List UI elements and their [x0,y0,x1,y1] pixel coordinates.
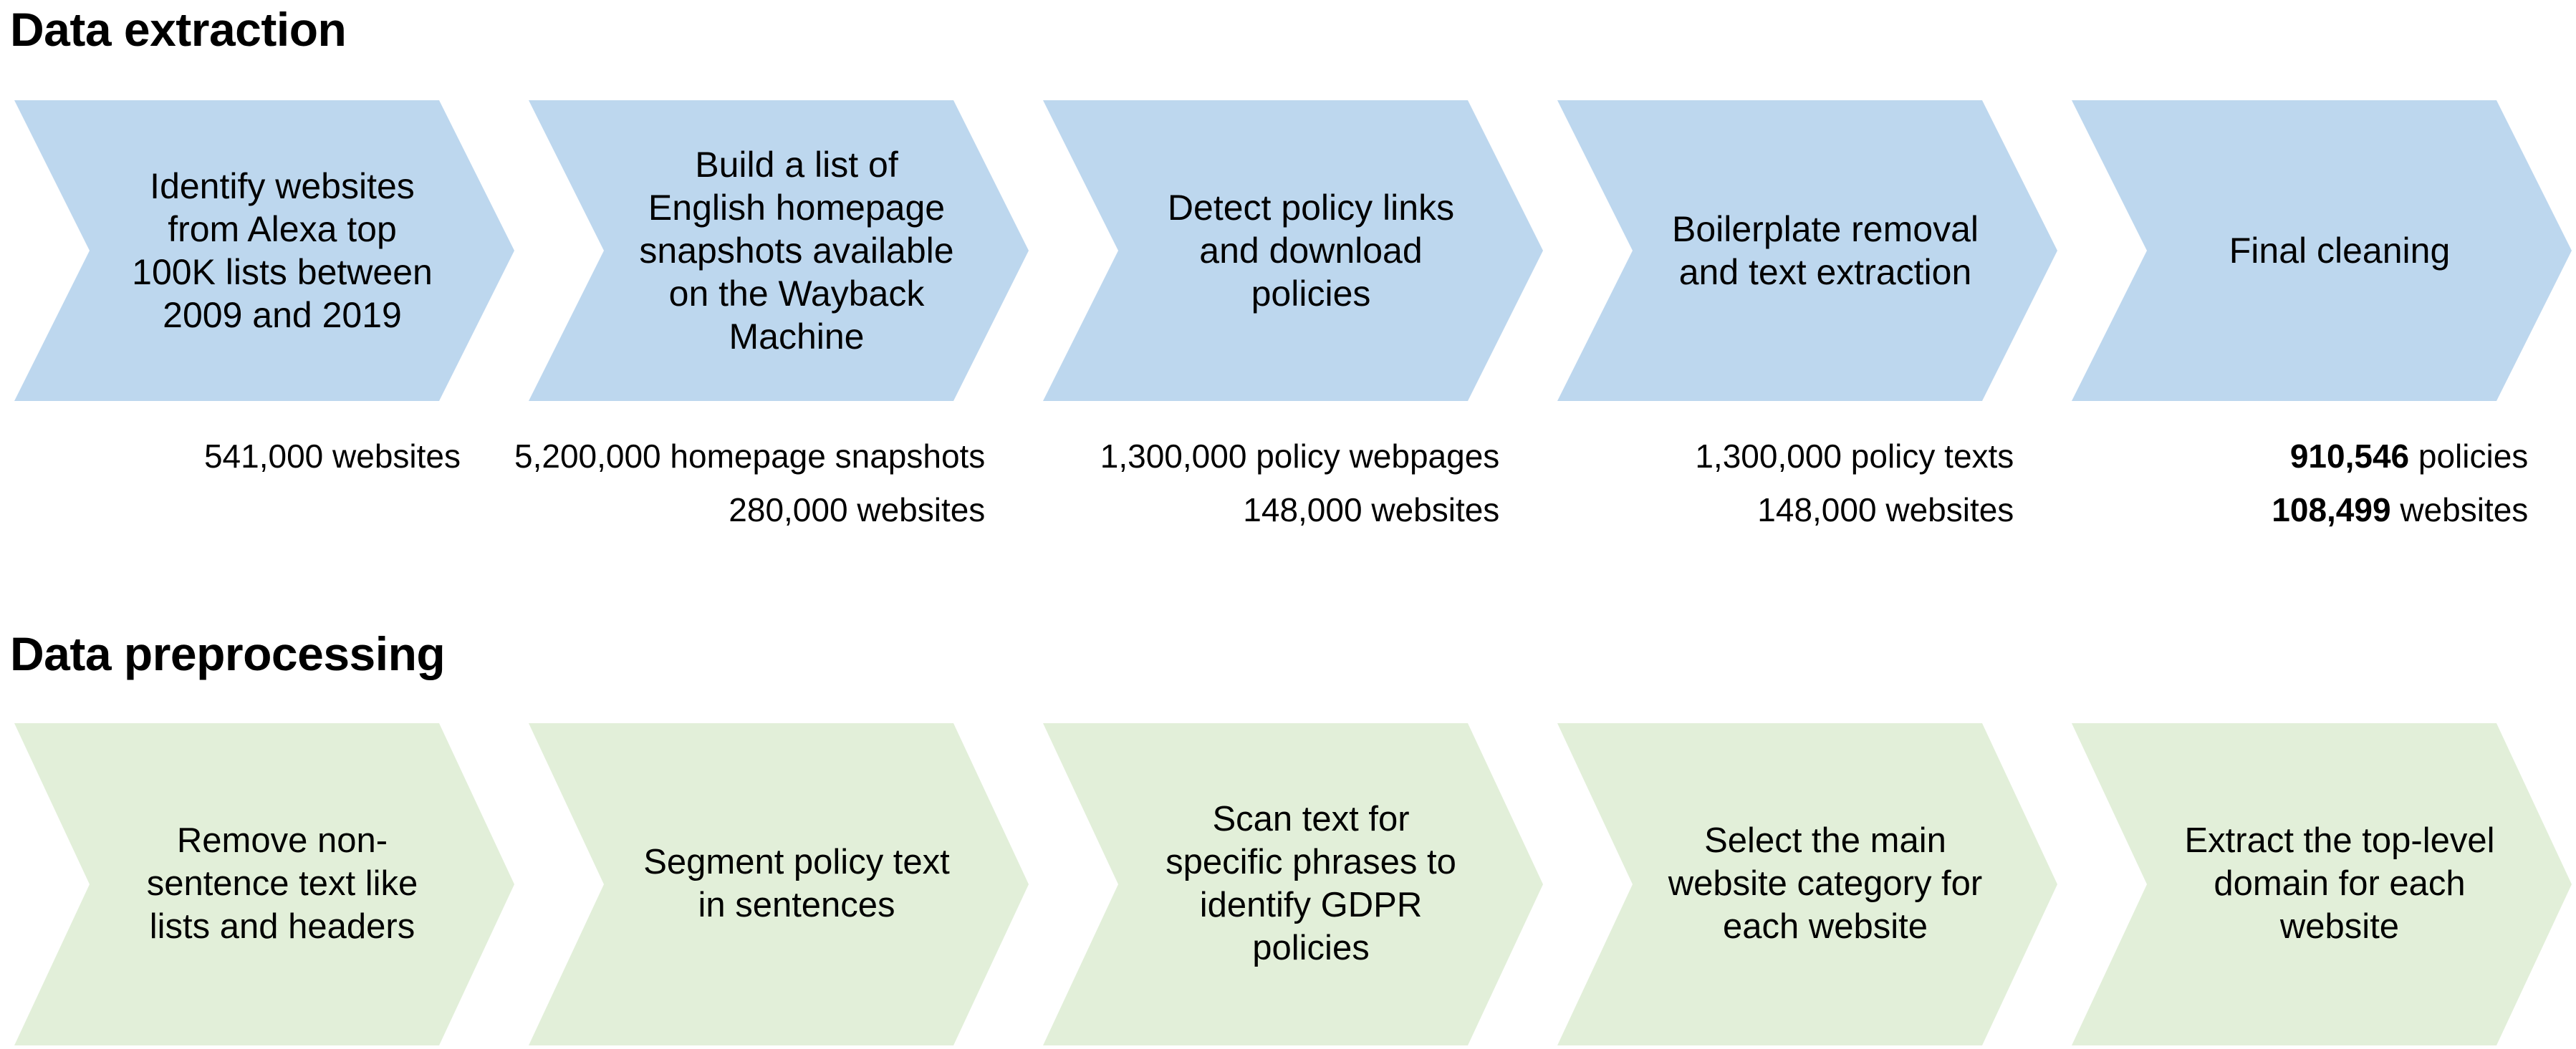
caption-unit: policy webpages [1246,438,1500,475]
page-title-data-extraction: Data extraction [10,3,347,56]
extraction-step-5-label: Final cleaning [2229,231,2451,271]
extraction-step-2[interactable]: Build a list of English homepage snapsho… [514,100,1029,401]
chevron-shape [14,100,514,401]
chevron-shape [1557,100,2057,401]
extraction-caption-1: 541,000 websites [0,430,514,536]
caption-unit: policies [2409,438,2529,475]
caption-line: 910,546 policies [2067,430,2528,483]
caption-unit: websites [1876,490,2014,528]
caption-line: 280,000 websites [514,483,985,537]
caption-line: 541,000 websites [0,430,461,483]
extraction-step-4-label: Boilerplate removal and text extraction [1672,209,1979,292]
caption-unit: websites [847,490,986,528]
preprocessing-step-3-label: Scan text for specific phrases to identi… [1166,800,1456,967]
caption-unit: homepage snapshots [660,438,986,475]
preprocessing-step-1[interactable]: Remove non-sentence text like lists and … [0,723,514,1045]
caption-unit: websites [2390,490,2529,528]
caption-line: 1,300,000 policy webpages [1039,430,1500,483]
caption-line: 148,000 websites [1553,483,2014,537]
extraction-step-4[interactable]: Boilerplate removal and text extraction [1543,100,2057,401]
caption-value: 108,499 [2272,490,2391,528]
extraction-captions-row: 541,000 websites 5,200,000 homepage snap… [0,430,2576,536]
caption-unit: policy texts [1842,438,2014,475]
caption-value: 1,300,000 [1695,438,1842,475]
preprocessing-step-2-label: Segment policy text in sentences [643,843,950,924]
extraction-step-3-label: Detect policy links and download policie… [1167,188,1455,314]
caption-line: 1,300,000 policy texts [1553,430,2014,483]
chevron-shape [529,723,1029,1045]
extraction-step-3[interactable]: Detect policy links and download policie… [1029,100,1543,401]
extraction-step-1-label: Identify websites from Alexa top 100K li… [132,166,433,335]
extraction-step-5[interactable]: Final cleaning [2057,100,2572,401]
chevron-shape [1043,100,1543,401]
extraction-step-2-label: Build a list of English homepage snapsho… [639,145,954,357]
caption-value: 1,300,000 [1100,438,1247,475]
preprocessing-step-4-label: Select the main website category for eac… [1668,821,1983,946]
caption-unit: websites [1362,490,1500,528]
chevron-shape [1043,723,1543,1045]
chevron-shape [2072,723,2572,1045]
caption-value: 5,200,000 [514,438,661,475]
caption-unit: websites [323,438,461,475]
extraction-chevron-row: Identify websites from Alexa top 100K li… [0,100,2576,401]
preprocessing-chevron-row: Remove non-sentence text like lists and … [0,723,2576,1045]
chevron-shape [2072,100,2572,401]
preprocessing-step-4[interactable]: Select the main website category for eac… [1543,723,2057,1045]
extraction-step-1[interactable]: Identify websites from Alexa top 100K li… [0,100,514,401]
preprocessing-step-1-label: Remove non-sentence text like lists and … [146,821,418,946]
caption-value: 541,000 [203,438,324,475]
caption-value: 910,546 [2289,438,2410,475]
preprocessing-step-5-label: Extract the top-level domain for each we… [2184,821,2495,946]
chevron-shape [1557,723,2057,1045]
caption-line: 5,200,000 homepage snapshots [514,430,985,483]
chevron-shape [529,100,1029,401]
preprocessing-step-5[interactable]: Extract the top-level domain for each we… [2057,723,2572,1045]
preprocessing-step-3[interactable]: Scan text for specific phrases to identi… [1029,723,1543,1045]
preprocessing-step-2[interactable]: Segment policy text in sentences [514,723,1029,1045]
caption-value: 148,000 [1243,490,1363,528]
page-title-data-preprocessing: Data preprocessing [10,627,446,680]
chevron-shape [14,723,514,1045]
caption-value: 280,000 [729,490,848,528]
caption-value: 148,000 [1757,490,1877,528]
caption-line: 108,499 websites [2067,483,2528,537]
caption-line: 148,000 websites [1039,483,1499,537]
